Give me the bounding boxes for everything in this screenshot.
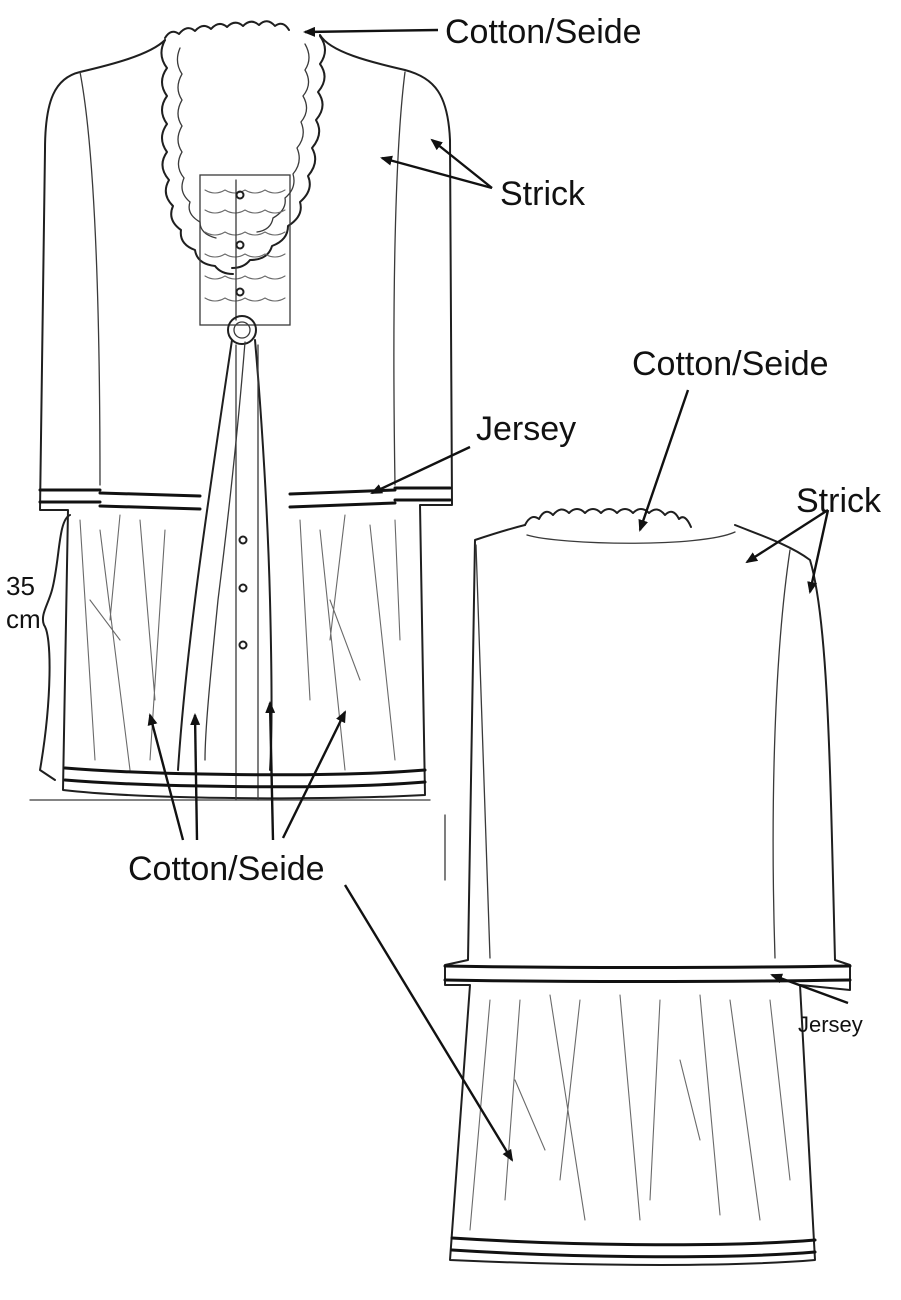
arrow: [430, 138, 493, 189]
arrow: [638, 389, 690, 532]
arrow: [190, 713, 201, 841]
front-button: [235, 287, 245, 297]
front-skirt-folds: [79, 514, 401, 771]
arrow: [303, 26, 439, 37]
back-skirt-folds: [469, 994, 791, 1231]
front-button: [238, 583, 248, 593]
front-right-lapel-inner: [256, 43, 310, 233]
label-front-body: Strick: [500, 175, 586, 213]
front-waistband-left: [98, 491, 202, 511]
back-left-sleeve-seam: [475, 544, 491, 959]
front-right-lapel: [231, 35, 326, 269]
label-front-skirt: Cotton/Seide: [128, 850, 325, 888]
label-back-body: Strick: [796, 482, 882, 520]
back-hem: [450, 1236, 817, 1259]
front-view: [29, 20, 453, 801]
arrow: [343, 884, 514, 1162]
front-tie-left: [177, 339, 233, 771]
arrow: [147, 713, 185, 841]
front-outline: [39, 34, 453, 800]
arrow: [807, 509, 830, 594]
label-back-waist: Jersey: [798, 1012, 863, 1037]
front-left-lapel: [160, 39, 234, 275]
front-right-cuff: [393, 486, 452, 502]
front-bib: [199, 174, 291, 326]
annotation-arrows: [147, 26, 849, 1162]
label-front-measure-unit: cm: [6, 604, 41, 634]
front-ring-buckle-inner: [233, 321, 251, 339]
front-button: [238, 535, 248, 545]
annotation-labels: Cotton/Seide Strick Jersey 35 cm Cotton/…: [6, 13, 882, 1037]
back-waistband: [443, 964, 852, 983]
front-ring-buckle: [227, 315, 257, 345]
front-button: [235, 240, 245, 250]
label-front-neck: Cotton/Seide: [445, 13, 642, 51]
arrow: [265, 701, 276, 841]
label-back-neck: Cotton/Seide: [632, 345, 829, 383]
arrow: [370, 445, 471, 495]
back-neck-ruffle-lower: [526, 531, 736, 544]
bib-ruffles: [204, 189, 286, 302]
arrow: [745, 508, 829, 564]
front-measure-bracket: [39, 514, 71, 781]
front-left-cuff: [38, 488, 102, 504]
arrow: [380, 155, 493, 190]
back-right-sleeve-seam: [772, 549, 791, 959]
arrow: [281, 710, 347, 839]
back-outline: [444, 524, 851, 1266]
label-front-waist: Jersey: [476, 410, 576, 448]
front-left-sleeve-seam: [79, 71, 101, 486]
front-button: [235, 190, 245, 200]
front-tie-left-edge: [204, 341, 246, 761]
front-left-lapel-inner: [176, 47, 217, 239]
front-neck-ruffle: [164, 20, 290, 39]
front-right-sleeve-seam: [393, 71, 406, 486]
back-neck-ruffle: [524, 508, 692, 528]
front-hem: [63, 766, 427, 789]
front-button: [238, 640, 248, 650]
arrow: [770, 973, 849, 1005]
front-waistband-right: [288, 488, 397, 509]
label-front-measure-value: 35: [6, 571, 35, 601]
